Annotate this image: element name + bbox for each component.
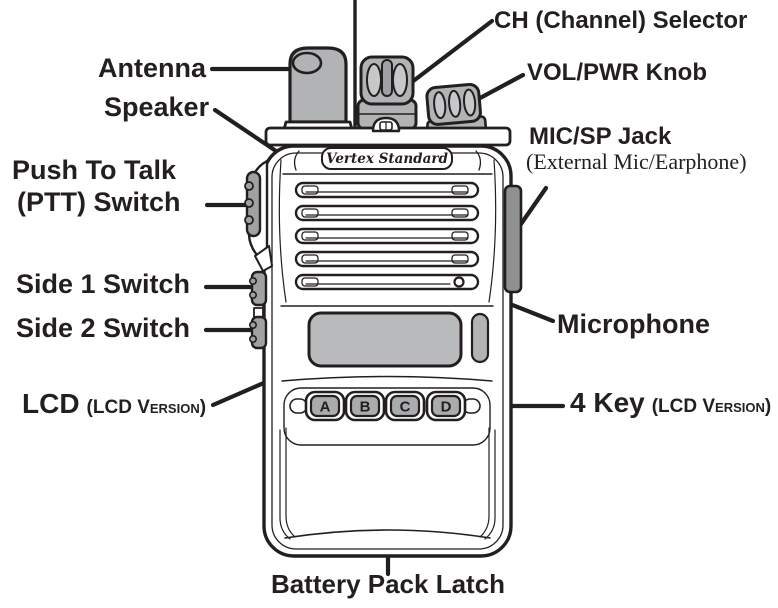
keypad-panel <box>283 387 491 446</box>
lcd-screen-graphic <box>307 311 463 368</box>
label-mic-sp-jack: MIC/SP Jack <box>529 123 672 150</box>
side1-switch-graphic <box>249 270 268 307</box>
key-a-graphic: A <box>304 390 346 422</box>
battery-latch-line <box>284 529 491 539</box>
side-curve-right <box>488 159 497 303</box>
label-antenna: Antenna <box>98 53 206 83</box>
key-band-end-left <box>289 398 308 414</box>
brand-plate <box>321 147 453 170</box>
side-connector-graphic <box>253 307 264 318</box>
key-c-label: C <box>400 399 411 416</box>
vol-pwr-knob-graphic <box>425 82 488 138</box>
label-mic-sp-jack-sub: (External Mic/Earphone) <box>526 149 747 174</box>
side-grip-right <box>470 312 490 364</box>
label-microphone: Microphone <box>557 309 710 339</box>
label-lcd: LCD (LCD Version) <box>22 388 207 419</box>
label-ptt-line2: (PTT) Switch <box>17 187 181 217</box>
leader-ch-selector <box>409 18 495 85</box>
speaker-slot <box>294 227 480 245</box>
battery-pack-graphic <box>279 427 496 540</box>
speaker-slot <box>294 273 480 291</box>
label-vol-pwr-knob: VOL/PWR Knob <box>527 59 707 86</box>
vol-knob-ridge <box>433 91 447 120</box>
antenna-graphic <box>280 46 356 139</box>
label-4key: 4 Key (LCD Version) <box>570 387 772 418</box>
radio-body: Vertex Standard <box>262 144 513 558</box>
label-4key-main: 4 Key <box>570 387 645 418</box>
label-side2-switch: Side 2 Switch <box>16 313 191 343</box>
ch-knob-ridge <box>392 63 408 97</box>
label-speaker: Speaker <box>104 92 210 122</box>
label-battery-pack-latch: Battery Pack Latch <box>270 569 506 599</box>
shoulder-left <box>293 150 300 171</box>
key-d-label: D <box>441 399 452 416</box>
side-curve-left <box>278 159 287 303</box>
label-side1-switch: Side 1 Switch <box>16 269 191 299</box>
shoulder-right <box>475 150 482 171</box>
key-d-graphic: D <box>425 390 467 422</box>
key-b-label: B <box>360 399 371 416</box>
label-4key-sub: (LCD Version) <box>651 396 772 417</box>
key-a-label: A <box>320 399 331 416</box>
brand-logo: Vertex Standard <box>326 151 448 167</box>
ptt-lower-guard <box>254 245 273 272</box>
ptt-switch-graphic <box>244 159 273 272</box>
led-indicator-graphic <box>371 116 401 133</box>
ch-knob-slot <box>381 59 393 97</box>
speaker-slot <box>294 181 480 199</box>
key-c-graphic: C <box>384 390 426 422</box>
ch-knob-ridge <box>366 63 382 97</box>
key-b-graphic: B <box>344 390 386 422</box>
lcd-seam-bottom <box>281 375 493 382</box>
antenna-top <box>291 51 323 75</box>
label-lcd-sub: (LCD Version) <box>86 397 207 418</box>
label-ptt-line1: Push To Talk <box>12 155 177 185</box>
ch-selector-knob-graphic <box>356 55 418 131</box>
label-lcd-main: LCD <box>22 388 80 419</box>
speaker-slot <box>294 250 480 268</box>
vol-knob-ridge <box>462 88 477 117</box>
mic-sp-jack-graphic <box>503 184 523 294</box>
speaker-grille-graphic <box>294 181 480 291</box>
side2-switch-graphic <box>249 315 268 350</box>
microphone-hole-graphic <box>453 276 465 288</box>
speaker-slot <box>294 204 480 222</box>
label-ch-selector: CH (Channel) Selector <box>494 7 748 34</box>
vol-knob-ridge <box>448 89 462 118</box>
